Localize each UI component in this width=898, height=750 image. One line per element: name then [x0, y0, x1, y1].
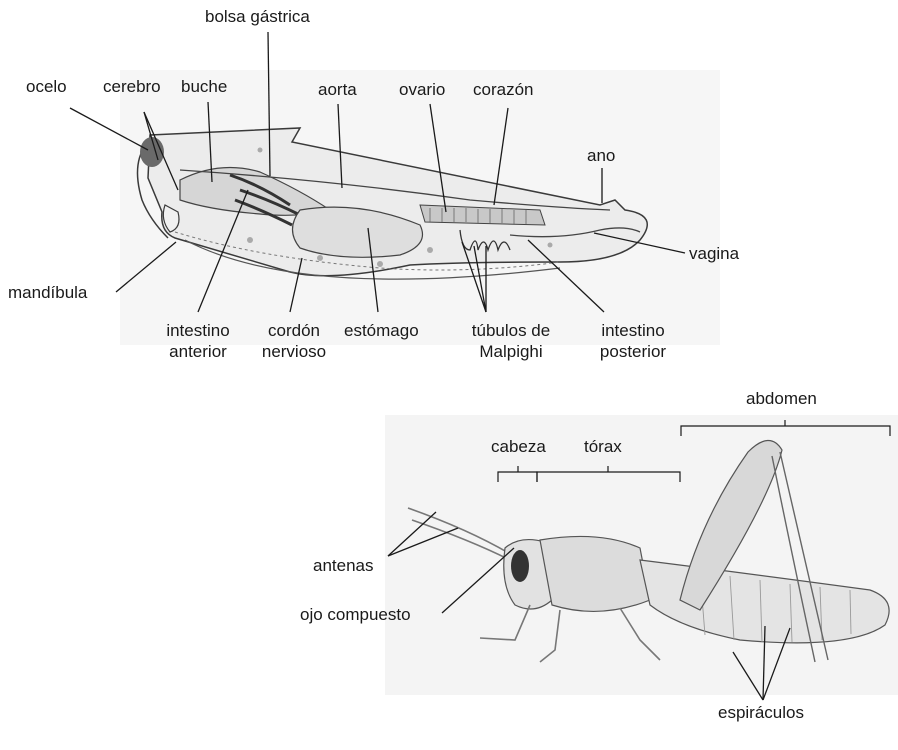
label-ojo-compuesto: ojo compuesto	[300, 604, 411, 625]
label-ocelo: ocelo	[26, 76, 67, 97]
compound-eye-shape	[511, 550, 529, 582]
label-bolsa-gastrica: bolsa gástrica	[205, 6, 310, 27]
label-vagina: vagina	[689, 243, 739, 264]
label-estomago: estómago	[344, 320, 419, 341]
label-intestino-posterior-line2: posterior	[578, 341, 688, 362]
label-cordon-nervioso-line2: nervioso	[244, 341, 344, 362]
label-ovario: ovario	[399, 79, 445, 100]
label-espiraculos: espiráculos	[718, 702, 804, 723]
label-intestino-posterior-line1: intestino	[578, 320, 688, 341]
label-cabeza: cabeza	[491, 436, 546, 457]
label-tubulos-line2: Malpighi	[456, 341, 566, 362]
label-intestino-anterior-line1: intestino	[143, 320, 253, 341]
label-ano: ano	[587, 145, 615, 166]
label-cordon-nervioso-line1: cordón	[244, 320, 344, 341]
label-tubulos-line1: túbulos de	[456, 320, 566, 341]
label-buche: buche	[181, 76, 227, 97]
label-aorta: aorta	[318, 79, 357, 100]
label-torax: tórax	[584, 436, 622, 457]
label-antenas: antenas	[313, 555, 374, 576]
label-tubulos-malpighi: túbulos de Malpighi	[456, 320, 566, 362]
thorax-shape	[540, 536, 650, 611]
label-abdomen: abdomen	[746, 388, 817, 409]
label-cerebro: cerebro	[103, 76, 161, 97]
label-intestino-anterior-line2: anterior	[143, 341, 253, 362]
label-corazon: corazón	[473, 79, 533, 100]
label-intestino-anterior: intestino anterior	[143, 320, 253, 362]
label-cordon-nervioso: cordón nervioso	[244, 320, 344, 362]
label-intestino-posterior: intestino posterior	[578, 320, 688, 362]
label-mandibula: mandíbula	[8, 282, 87, 303]
